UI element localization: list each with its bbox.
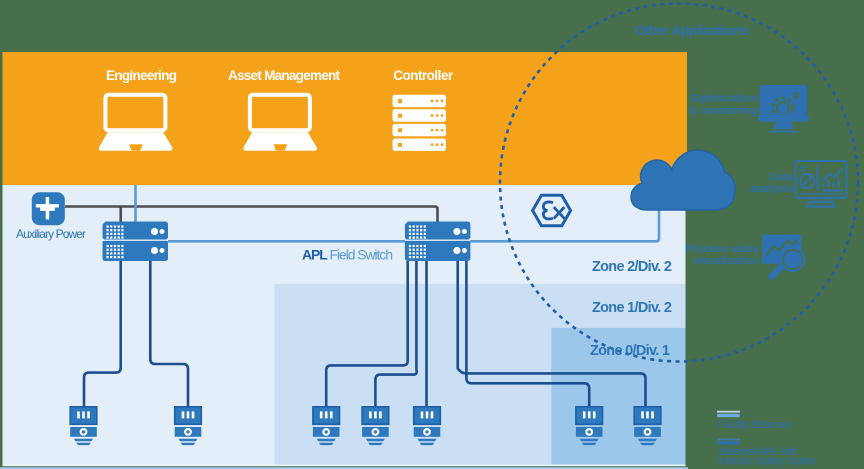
svg-text:Ethernet-APL with: Ethernet-APL with [719, 446, 798, 458]
svg-text:Zone 0/Div. 1: Zone 0/Div. 1 [590, 343, 670, 359]
svg-text:Optimization: Optimization [691, 93, 758, 105]
svg-text:Zone 2/Div. 2: Zone 2/Div. 2 [592, 259, 672, 275]
svg-text:Data: Data [770, 172, 795, 184]
svg-text:Zone 1/Div. 2: Zone 1/Div. 2 [592, 300, 672, 316]
svg-text:Asset Management: Asset Management [228, 68, 341, 83]
svg-text:visualization: visualization [693, 255, 759, 267]
svg-text:Controller: Controller [393, 68, 454, 83]
svg-text:Other Applications: Other Applications [635, 23, 749, 38]
svg-text:analysis: analysis [750, 183, 793, 195]
svg-text:& monitoring: & monitoring [689, 105, 757, 117]
svg-text:APL Field Switch: APL Field Switch [302, 247, 393, 263]
svg-text:Engineering: Engineering [106, 68, 177, 83]
svg-text:Intrinsic Safety Option: Intrinsic Safety Option [718, 456, 817, 468]
svg-text:Process value: Process value [685, 243, 759, 255]
svg-text:Auxiliary Power: Auxiliary Power [16, 227, 86, 241]
svg-text:Facility Ethernet: Facility Ethernet [718, 419, 791, 431]
